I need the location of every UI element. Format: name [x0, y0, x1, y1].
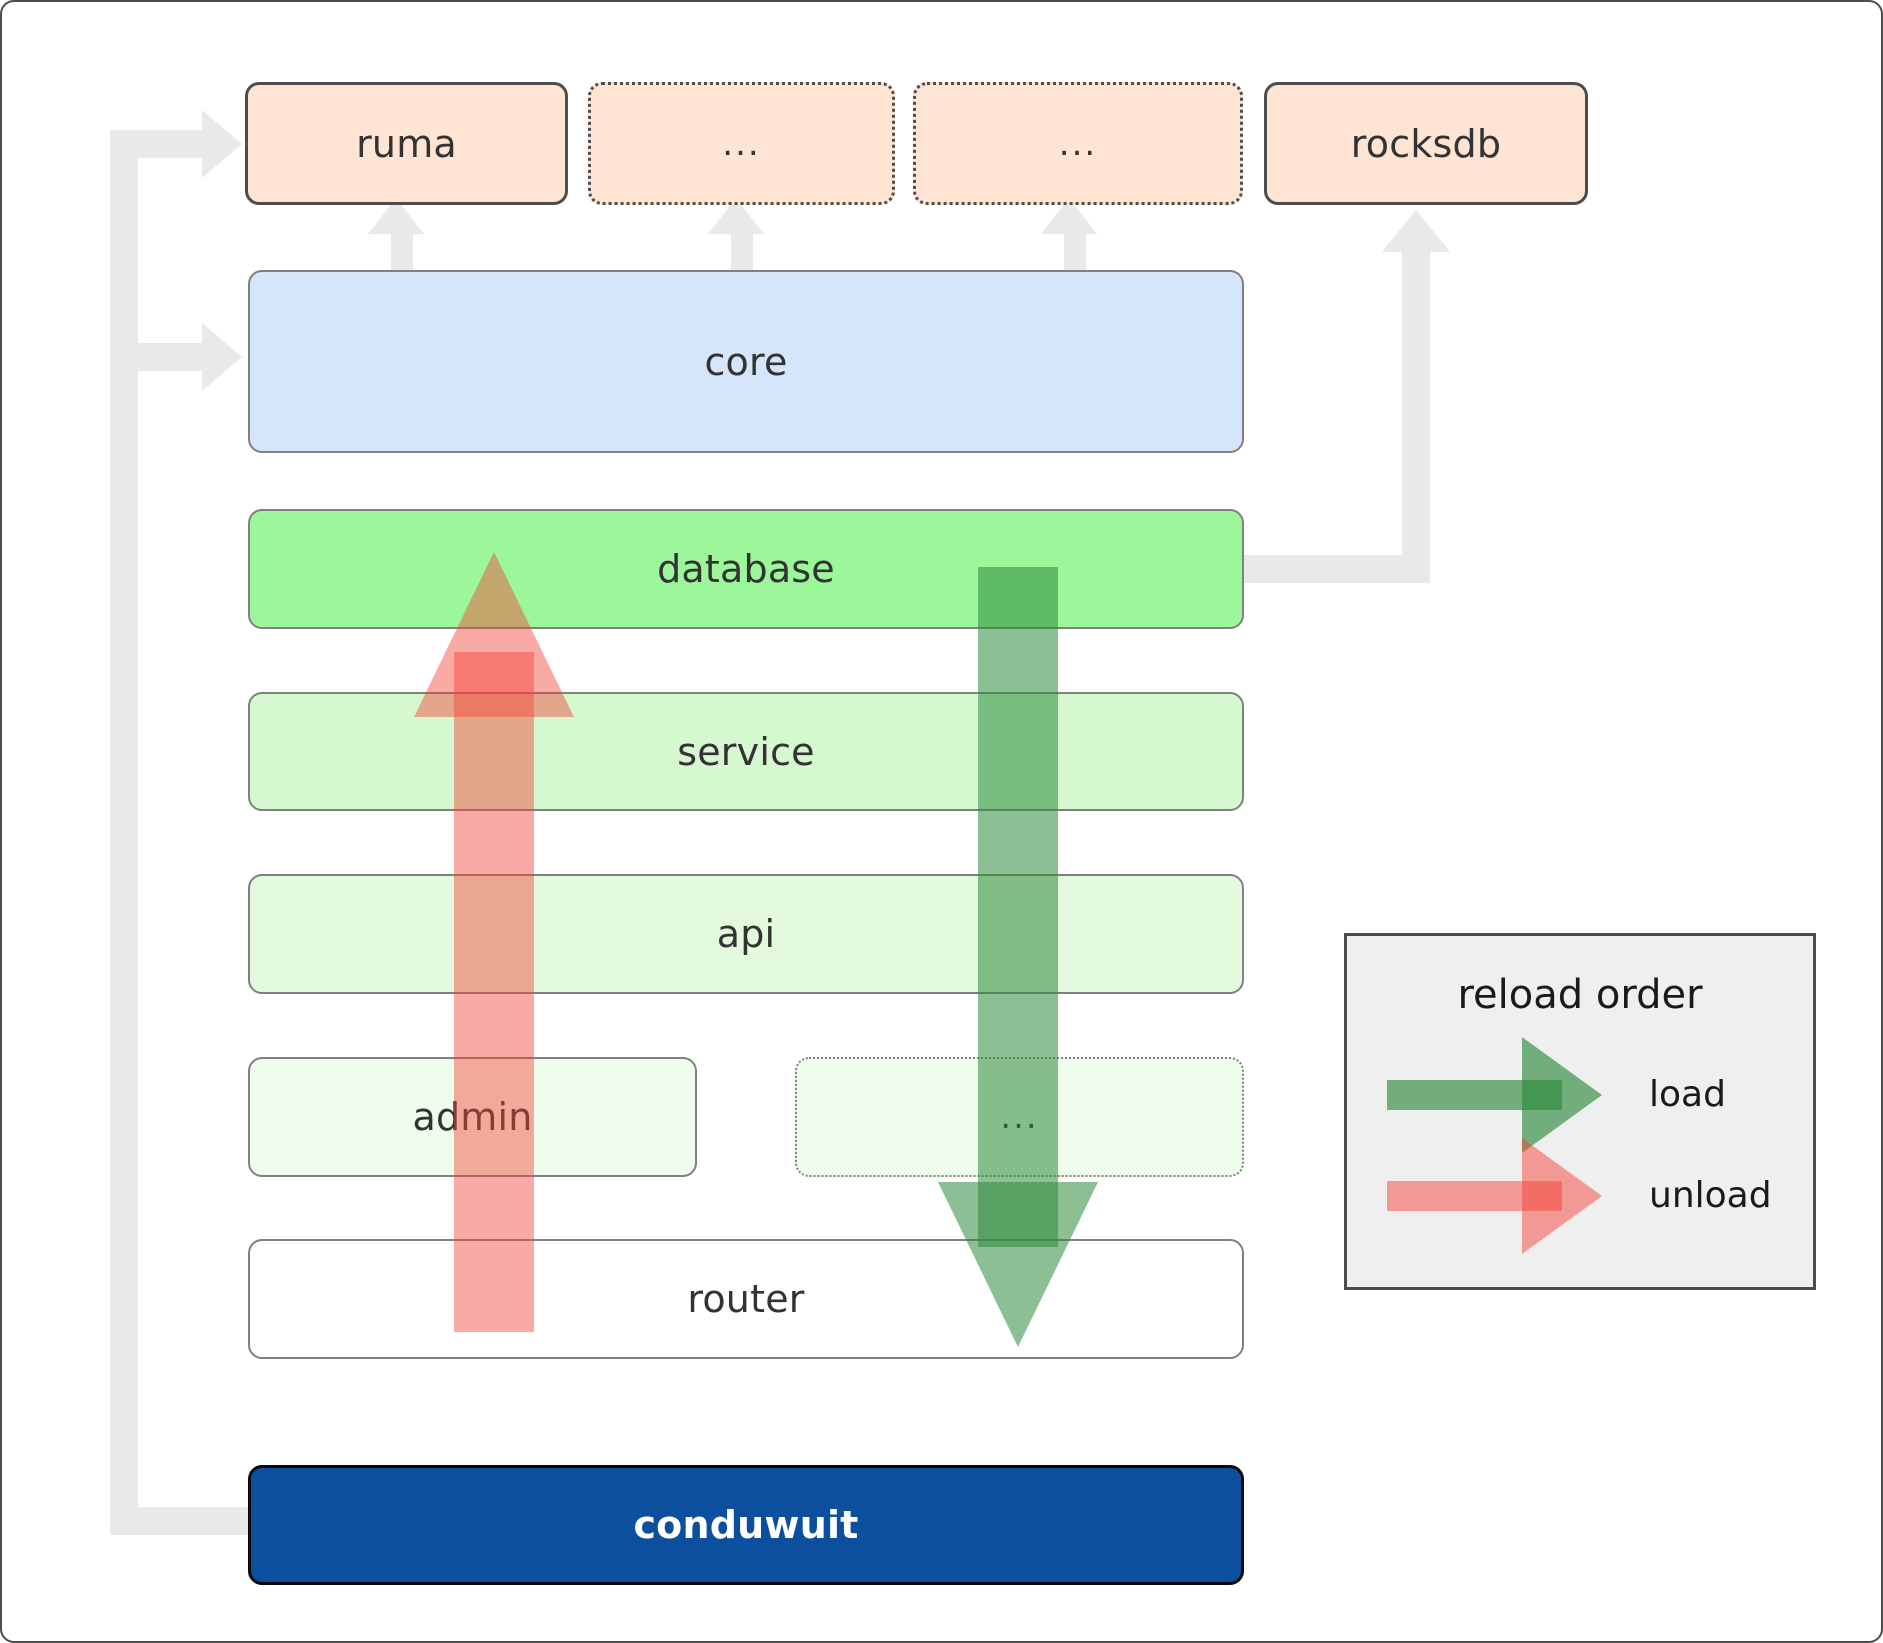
connector-right-trunk-vertical — [1402, 252, 1430, 583]
connector-trunk-to-core — [110, 343, 210, 371]
node-dependency-ellipsis-1-label: ... — [722, 123, 761, 164]
connector-trunk-to-ruma — [110, 130, 210, 158]
connector-left-trunk-vertical — [110, 130, 138, 1535]
node-rocksdb-label: rocksdb — [1350, 121, 1502, 166]
node-database[interactable]: database — [248, 509, 1244, 629]
connector-arrow-into-ruma — [202, 110, 242, 178]
node-core-label: core — [704, 339, 788, 384]
node-router-label: router — [687, 1277, 805, 1321]
node-ruma-label: ruma — [356, 121, 457, 166]
node-admin[interactable]: admin — [248, 1057, 697, 1177]
connector-core-to-ruma-shaft — [391, 228, 413, 278]
load-arrow-head — [938, 1182, 1098, 1347]
connector-core-to-ellipsis2-shaft — [1064, 228, 1086, 278]
node-ruma[interactable]: ruma — [245, 82, 568, 205]
load-arrow-shaft — [978, 567, 1058, 1247]
node-rocksdb[interactable]: rocksdb — [1264, 82, 1588, 205]
legend-unload-arrow-head — [1522, 1138, 1602, 1254]
node-dependency-ellipsis-2[interactable]: ... — [913, 82, 1243, 205]
unload-arrow-shaft — [454, 652, 534, 1332]
legend-label-unload: unload — [1649, 1175, 1772, 1216]
legend-load-arrow-head — [1522, 1037, 1602, 1153]
node-service[interactable]: service — [248, 692, 1244, 811]
node-api[interactable]: api — [248, 874, 1244, 994]
node-admin-label: admin — [412, 1095, 533, 1139]
node-service-label: service — [677, 729, 815, 774]
legend-panel: reload order load unload — [1344, 933, 1816, 1290]
node-api-label: api — [716, 912, 776, 956]
unload-arrow-head — [414, 552, 574, 717]
node-conduwuit[interactable]: conduwuit — [248, 1465, 1244, 1585]
legend-title: reload order — [1457, 972, 1703, 1018]
connector-database-to-right — [1232, 555, 1416, 583]
connector-core-to-ellipsis1-shaft — [731, 228, 753, 278]
node-core[interactable]: core — [248, 270, 1244, 453]
node-conduwuit-label: conduwuit — [633, 1503, 859, 1547]
node-database-label: database — [657, 547, 835, 591]
connector-arrow-into-core — [202, 323, 242, 391]
legend-label-load: load — [1649, 1074, 1726, 1115]
node-dependency-ellipsis-1[interactable]: ... — [588, 82, 895, 205]
node-dependency-ellipsis-2-label: ... — [1058, 123, 1098, 164]
connector-arrow-into-rocksdb — [1382, 210, 1450, 252]
